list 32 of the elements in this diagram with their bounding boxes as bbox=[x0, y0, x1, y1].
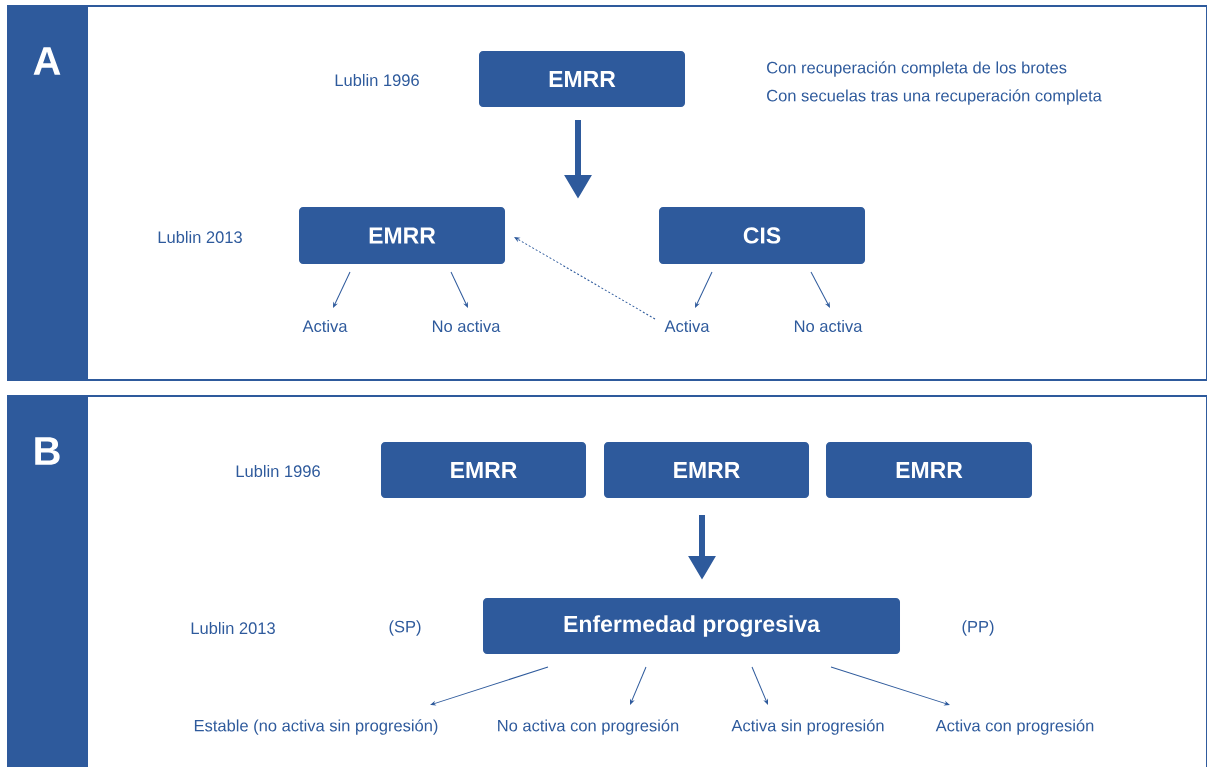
process-box: Enfermedad progresiva bbox=[483, 598, 900, 654]
label-text: Con recuperación completa de los brotes bbox=[767, 61, 1067, 77]
label-text: Lublin 1996 bbox=[335, 73, 419, 87]
category-text: Activa bbox=[664, 319, 710, 333]
process-box: EMRR bbox=[826, 442, 1032, 498]
label-text: (PP) bbox=[962, 620, 994, 636]
label-text: Lublin 2013 bbox=[158, 230, 242, 244]
label-text: Con secuelas tras una recuperación completa bbox=[767, 89, 1102, 105]
arrow bbox=[810, 271, 830, 308]
process-box: EMRR bbox=[604, 442, 809, 498]
category-text: Activa sin progresión bbox=[731, 719, 884, 735]
label-text: Lublin 2013 bbox=[191, 621, 275, 635]
category-text: Activa bbox=[302, 319, 348, 333]
process-box: CIS bbox=[659, 207, 865, 264]
arrow bbox=[333, 271, 351, 308]
process-box: EMRR bbox=[299, 207, 505, 264]
category-text: Estable (no activa sin progresión) bbox=[194, 719, 438, 735]
category-text: No activa bbox=[432, 319, 501, 333]
category-text: Activa con progresión bbox=[935, 719, 1094, 735]
category-text: No activa bbox=[794, 319, 863, 333]
label-text: Lublin 1996 bbox=[236, 464, 320, 478]
arrow bbox=[751, 666, 768, 705]
arrow bbox=[695, 271, 713, 308]
category-text: No activa con progresión bbox=[498, 719, 679, 735]
arrow bbox=[830, 666, 950, 706]
label-text: (SP) bbox=[389, 620, 421, 636]
arrow bbox=[630, 666, 647, 705]
arrow bbox=[450, 271, 468, 308]
process-box: EMRR bbox=[479, 51, 685, 107]
arrow bbox=[430, 666, 549, 706]
process-box: EMRR bbox=[381, 442, 586, 498]
dotted-arrow bbox=[514, 237, 656, 320]
